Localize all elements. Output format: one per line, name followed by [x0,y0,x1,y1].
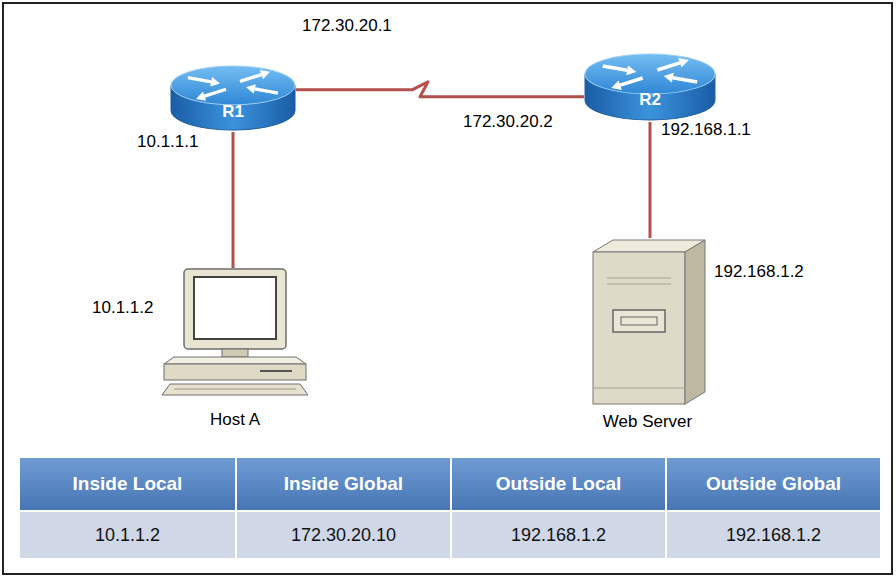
server-name: Web Server [603,412,692,432]
interface-address: 10.1.1.1 [137,132,198,152]
router-icon-part [657,63,679,70]
router-icon-part [210,77,220,87]
network-link [296,82,584,97]
server-address: 192.168.1.2 [714,262,804,282]
router-icon-part [205,89,226,96]
table-header: Outside Global [667,474,880,494]
router-icon-part [603,58,697,90]
router-icon-part [603,66,627,70]
router-icon-part [611,80,622,89]
table-body-row [20,512,880,558]
router-icon-part [626,65,636,75]
host-computer-part [184,269,286,349]
interface-address: 172.30.20.2 [463,112,553,132]
host-computer-part [222,349,248,357]
web-server: Web Server [585,238,710,432]
body-cell [237,512,450,558]
host-computer-part [164,357,306,364]
host-address: 10.1.1.2 [92,298,153,318]
host-computer-part [174,389,296,390]
web-server-part [593,252,685,404]
web-server-outline [585,238,710,406]
web-server-part [685,240,705,404]
host-computer-part [260,370,292,372]
router-icon-outline [584,52,716,122]
router-icon-part [196,92,206,101]
body-cell [667,512,880,558]
router-icon-part [664,73,674,83]
outer-frame [3,3,892,574]
table-cell: 192.168.1.2 [667,525,880,545]
web-server-part [621,317,657,325]
table-header: Outside Local [452,474,665,494]
host-name: Host A [210,410,260,430]
header-cell [20,458,235,510]
router-icon-part [246,84,256,94]
router-icon-part [673,78,697,82]
router-icon-part [585,54,715,94]
network-link [232,132,235,268]
host-computer: Host A [160,268,310,430]
table-cell: 10.1.1.2 [20,525,235,545]
table-cell: 172.30.20.10 [237,525,450,545]
web-server-part [607,284,671,285]
table-header: Inside Local [20,474,235,494]
host-computer-outline [160,268,310,396]
router-icon-part [260,70,270,79]
router-icon: R1 [170,64,296,132]
router-icon-part [678,58,689,67]
header-cell [237,458,450,510]
interface-address: 192.168.1.1 [661,120,751,140]
router-icon-part [188,70,278,101]
host-computer-part [162,384,308,395]
router-icon-part [188,78,211,82]
router-name: R1 [222,102,244,122]
web-server-part [593,388,685,389]
router-icon-part [620,78,642,85]
web-server-part [607,278,671,279]
router-icon-part [255,89,278,93]
table-header: Inside Global [237,474,450,494]
router-icon-part [240,75,261,82]
header-cell [667,458,880,510]
body-cell [452,512,665,558]
body-cell [20,512,235,558]
network-link [649,122,652,238]
host-computer-part [164,364,306,380]
interface-address: 172.30.20.1 [302,16,392,36]
router-name: R2 [639,90,661,110]
router-icon-part [171,66,295,105]
header-cell [452,458,665,510]
router-icon-outline [170,64,296,132]
table-cell: 192.168.1.2 [452,525,665,545]
table-header-row [20,458,880,510]
web-server-part [613,310,665,332]
host-computer-part [194,277,276,339]
router-icon: R2 [584,52,716,122]
